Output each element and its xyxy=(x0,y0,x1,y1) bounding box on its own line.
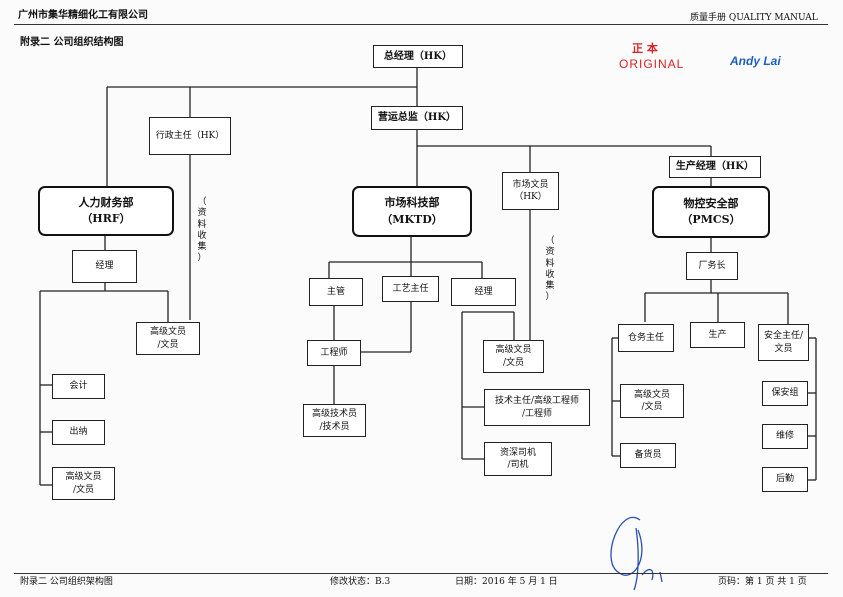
production-manager-box: 生产经理（HK） xyxy=(669,156,761,178)
original-stamp: ORIGINAL xyxy=(619,57,685,71)
mktd-senior-clerk-box: 高级文员/文员 xyxy=(483,340,544,373)
safety-head-box: 安全主任/文员 xyxy=(758,324,809,361)
hr-senior-clerk2-box: 高级文员/文员 xyxy=(52,467,115,500)
supervisor-box: 主管 xyxy=(309,278,363,306)
manual-label: 质量手册 QUALITY MANUAL xyxy=(690,13,818,23)
marketing-tech-dept-box: 市场科技部（MKTD） xyxy=(352,186,472,237)
warehouse-head-box: 仓务主任 xyxy=(618,324,674,352)
engineer-box: 工程师 xyxy=(307,340,361,366)
plant-head-box: 厂务长 xyxy=(686,252,738,280)
mktd-manager-box: 经理 xyxy=(451,278,516,306)
data-collection-note-left: （资料收集） xyxy=(197,197,207,264)
material-safety-dept-box: 物控安全部（PMCS） xyxy=(652,186,770,238)
accountant-box: 会计 xyxy=(52,374,105,399)
senior-technician-box: 高级技术员/技术员 xyxy=(303,404,366,437)
hr-manager-box: 经理 xyxy=(72,250,137,283)
zhengben-stamp: 正 本 xyxy=(632,42,658,55)
cashier-box: 出纳 xyxy=(52,420,105,445)
logistics-box: 后勤 xyxy=(762,467,808,492)
stock-clerk-box: 备货员 xyxy=(620,443,676,468)
maintenance-box: 维修 xyxy=(762,424,808,449)
footer-rule xyxy=(14,573,828,574)
andylai-logo: Andy Lai xyxy=(730,54,781,68)
production-box: 生产 xyxy=(690,322,745,348)
footer-appendix: 附录二 公司组织架构图 xyxy=(20,577,113,587)
tech-head-box: 技术主任/高级工程师/工程师 xyxy=(484,389,590,426)
pmcs-senior-clerk-box: 高级文员/文员 xyxy=(620,384,684,418)
market-clerk-box: 市场文员（HK） xyxy=(502,172,559,210)
signature xyxy=(610,516,663,591)
process-head-box: 工艺主任 xyxy=(382,276,439,302)
driver-box: 资深司机/司机 xyxy=(484,442,552,476)
company-name: 广州市集华精细化工有限公司 xyxy=(18,10,148,21)
footer-page: 页码：第 1 页 共 1 页 xyxy=(718,577,807,587)
security-box: 保安组 xyxy=(762,381,808,406)
hr-finance-dept-box: 人力财务部（HRF） xyxy=(38,186,174,236)
operations-director-box: 营运总监（HK） xyxy=(371,106,463,130)
footer-revision: 修改状态：B.3 xyxy=(330,577,391,587)
general-manager-box: 总经理（HK） xyxy=(373,45,463,68)
hr-senior-clerk-box: 高级文员/文员 xyxy=(136,322,200,355)
data-collection-note-right: （资料收集） xyxy=(545,236,555,303)
admin-head-box: 行政主任（HK） xyxy=(149,117,231,155)
footer-date: 日期：2016 年 5 月 1 日 xyxy=(455,577,558,587)
appendix-title: 附录二 公司组织结构图 xyxy=(20,37,124,48)
header-rule xyxy=(14,24,828,25)
